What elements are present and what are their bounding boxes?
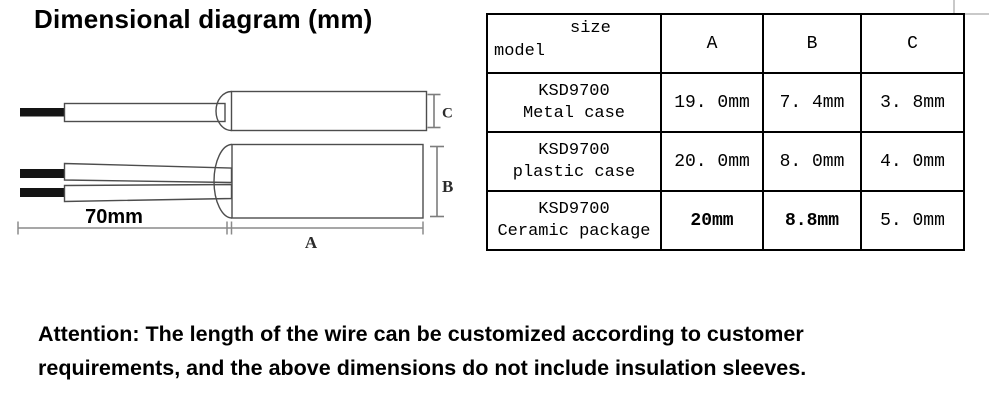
model-case-type: plastic case bbox=[512, 162, 636, 182]
case-end-cap bbox=[215, 90, 232, 132]
model-case-type: Metal case bbox=[522, 103, 626, 123]
column-header-a: A bbox=[660, 13, 764, 74]
corner-model-label: model bbox=[494, 42, 546, 61]
plastic-case-body bbox=[231, 143, 424, 219]
table-row: KSD9700 plastic case 20. 0mm 8. 0mm 4. 0… bbox=[486, 131, 965, 192]
value-a: 20. 0mm bbox=[660, 131, 764, 192]
model-cell: KSD9700 plastic case bbox=[486, 131, 662, 192]
wire-length-label: 70mm bbox=[85, 206, 143, 228]
wire-sleeve bbox=[63, 102, 226, 123]
value-a: 20mm bbox=[660, 190, 764, 251]
dim-a-line bbox=[17, 221, 424, 235]
dim-b-label: B bbox=[442, 177, 453, 196]
value-c: 3. 8mm bbox=[860, 72, 965, 133]
model-case-type: Ceramic package bbox=[497, 221, 651, 241]
wire-sleeve bbox=[63, 183, 233, 203]
model-name: KSD9700 bbox=[538, 199, 610, 219]
plastic-case-drawing: B bbox=[20, 143, 453, 219]
wire-sleeve bbox=[63, 162, 233, 184]
model-cell: KSD9700 Metal case bbox=[486, 72, 662, 133]
column-header-b: B bbox=[762, 13, 862, 74]
value-b: 7. 4mm bbox=[762, 72, 862, 133]
page-title: Dimensional diagram (mm) bbox=[34, 4, 373, 34]
table-row: KSD9700 Ceramic package 20mm 8.8mm 5. 0m… bbox=[486, 190, 965, 251]
wire-stub bbox=[20, 188, 67, 197]
metal-case-body bbox=[230, 90, 428, 132]
dim-b-marker bbox=[430, 145, 444, 218]
gridline-artifact bbox=[964, 13, 989, 15]
value-c: 5. 0mm bbox=[860, 190, 965, 251]
attention-line-1: Attention: The length of the wire can be… bbox=[38, 322, 804, 346]
model-name: KSD9700 bbox=[538, 140, 610, 160]
dim-a-label: A bbox=[305, 233, 318, 252]
value-b: 8.8mm bbox=[762, 190, 862, 251]
attention-note: Attention: The length of the wire can be… bbox=[38, 317, 806, 385]
case-end-cap bbox=[213, 143, 233, 219]
dim-c-label: C bbox=[442, 106, 453, 122]
wire-stub bbox=[20, 169, 67, 178]
wire-stub bbox=[20, 108, 67, 117]
gridline-artifact bbox=[953, 0, 955, 14]
table-header-row: size model A B C bbox=[486, 13, 965, 74]
corner-size-label: size bbox=[570, 19, 611, 38]
dimensional-diagram: C B 70mm A bbox=[17, 90, 453, 252]
value-a: 19. 0mm bbox=[660, 72, 764, 133]
dimensions-table: size model A B C KSD9700 Metal case 19. … bbox=[486, 13, 965, 251]
dim-c-marker bbox=[427, 93, 441, 129]
model-cell: KSD9700 Ceramic package bbox=[486, 190, 662, 251]
metal-case-drawing: C bbox=[20, 90, 453, 132]
value-b: 8. 0mm bbox=[762, 131, 862, 192]
model-name: KSD9700 bbox=[538, 81, 610, 101]
column-header-c: C bbox=[860, 13, 965, 74]
table-row: KSD9700 Metal case 19. 0mm 7. 4mm 3. 8mm bbox=[486, 72, 965, 133]
table-corner-cell: size model bbox=[486, 13, 662, 74]
attention-line-2: requirements, and the above dimensions d… bbox=[38, 356, 807, 380]
value-c: 4. 0mm bbox=[860, 131, 965, 192]
